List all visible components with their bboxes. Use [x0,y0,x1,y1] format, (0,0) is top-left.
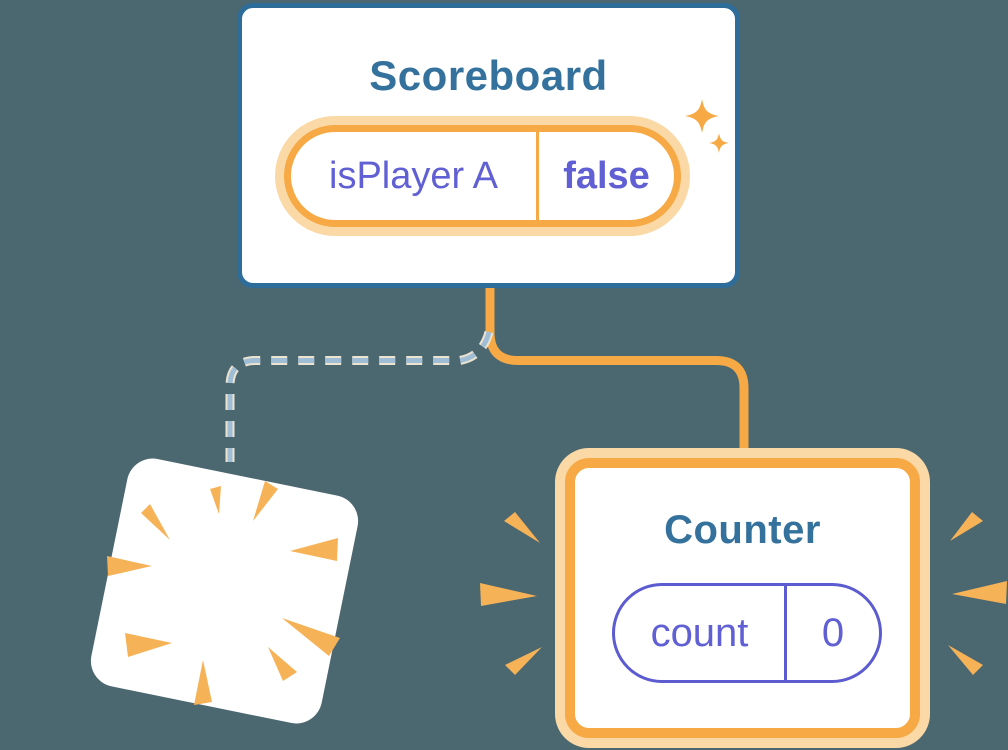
emphasis-streaks-left-icon [480,512,542,675]
emphasis-streaks-right-icon [948,512,1007,675]
scoreboard-state-pill: isPlayer A false [284,125,681,227]
connector-solid-line [485,280,749,470]
counter-state-pill: count 0 [612,583,882,683]
scoreboard-card: Scoreboard isPlayer A false [237,3,740,288]
pill-divider [536,132,539,220]
counter-title: Counter [664,508,821,552]
removed-component-card [86,453,363,729]
pill-divider [784,586,787,680]
scoreboard-title: Scoreboard [369,52,608,99]
state-key-label: count [650,610,749,655]
counter-card: Counter count 0 [565,458,920,738]
state-value-label: false [563,154,650,197]
connector-dashed-line-casing [225,330,494,462]
state-value-label: 0 [821,610,845,655]
state-key-label: isPlayer A [329,154,498,197]
connector-dashed-line [227,331,492,462]
